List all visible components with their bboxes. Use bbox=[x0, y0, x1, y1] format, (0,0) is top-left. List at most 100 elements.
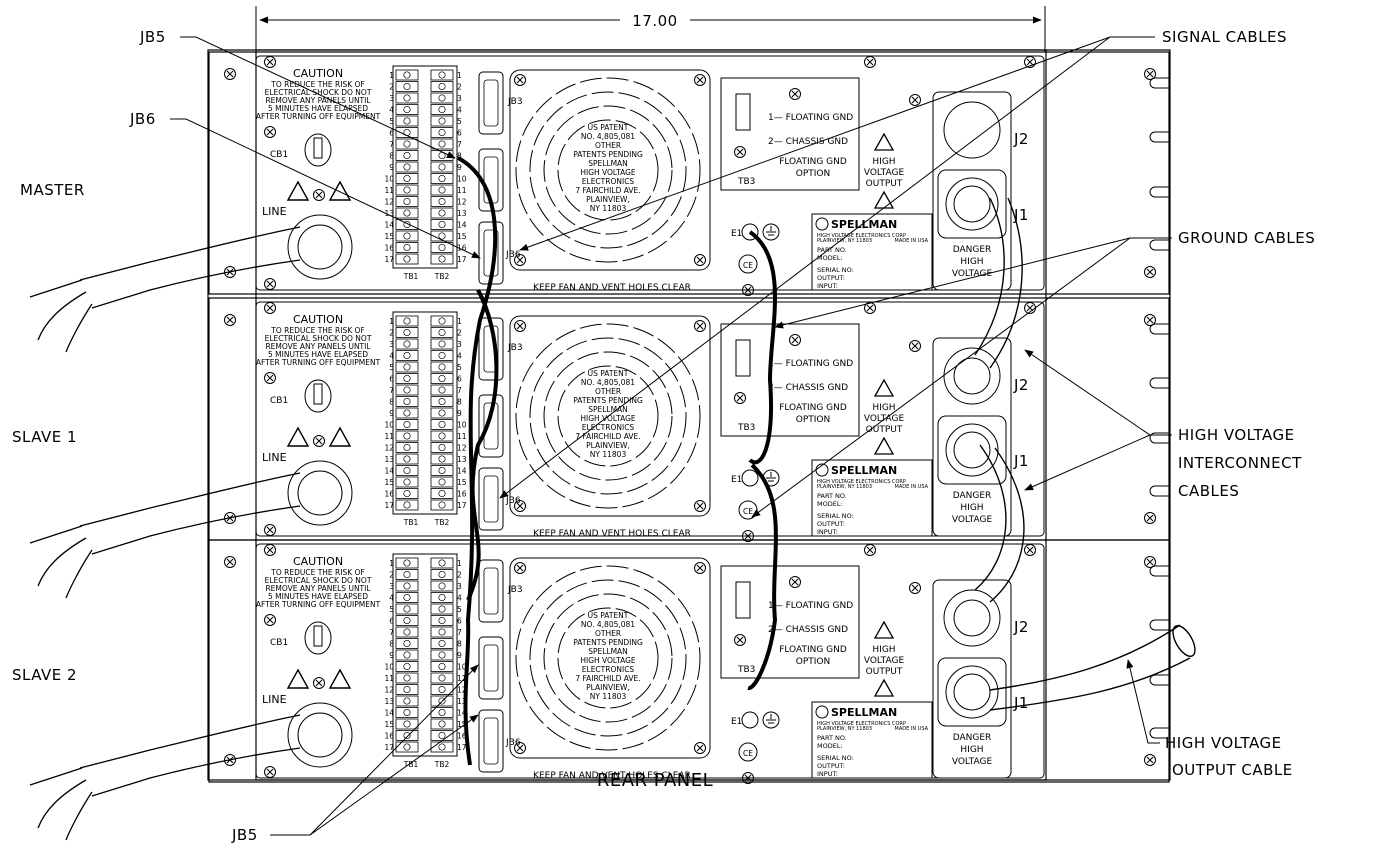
made-in-label: MADE IN USA bbox=[895, 726, 929, 732]
caution-title: CAUTION bbox=[293, 313, 343, 326]
j1-label: J1 bbox=[1013, 206, 1029, 224]
nameplate-field: MODEL: bbox=[817, 254, 843, 262]
screw-icon bbox=[1144, 556, 1156, 568]
j2-label: J2 bbox=[1013, 130, 1029, 148]
warning-icon bbox=[873, 132, 895, 151]
terminal-number: 9 bbox=[389, 163, 394, 172]
caution-text: ELECTRICAL SHOCK DO NOT bbox=[265, 88, 372, 97]
j2-connector-icon bbox=[943, 101, 1001, 159]
terminal-number: 17 bbox=[384, 501, 394, 510]
brand-label: SPELLMAN bbox=[831, 706, 897, 719]
chassis-gnd-label: 2— CHASSIS GND bbox=[768, 137, 848, 147]
caution-text: AFTER TURNING OFF EQUIPMENT bbox=[256, 112, 381, 121]
terminal-number: 9 bbox=[457, 163, 462, 172]
power-cord bbox=[29, 714, 301, 841]
terminal-number: 13 bbox=[457, 455, 467, 464]
screw-icon bbox=[264, 126, 276, 138]
terminal-number: 8 bbox=[389, 398, 394, 407]
nameplate-field: PART NO. bbox=[817, 492, 847, 500]
terminal-number: 11 bbox=[384, 674, 394, 683]
ce-mark-icon bbox=[738, 742, 758, 762]
screw-icon bbox=[224, 314, 236, 326]
jb6-label: JB6 bbox=[505, 250, 521, 260]
terminal-number: 2 bbox=[457, 571, 462, 580]
screw-icon bbox=[514, 742, 526, 754]
patent-text: NO. 4,805,081 bbox=[581, 620, 635, 629]
breaker-icon bbox=[304, 621, 332, 655]
screw-icon bbox=[789, 88, 801, 100]
terminal-number: 4 bbox=[389, 594, 394, 603]
screw-icon bbox=[264, 56, 276, 68]
brand-loc: PLAINVIEW, NY 11803 bbox=[817, 726, 872, 732]
caution-text: ELECTRICAL SHOCK DO NOT bbox=[265, 334, 372, 343]
screw-icon bbox=[313, 435, 325, 447]
patent-text: SPELLMAN bbox=[588, 647, 628, 656]
terminal-number: 16 bbox=[457, 244, 467, 253]
terminal-number: 11 bbox=[457, 674, 467, 683]
nameplate-field: OUTPUT: bbox=[817, 274, 845, 282]
terminal-number: 14 bbox=[457, 467, 467, 476]
fan-grille bbox=[509, 69, 711, 271]
hv-output-label: OUTPUT bbox=[866, 425, 903, 435]
brand-label: SPELLMAN bbox=[831, 218, 897, 231]
terminal-number: 12 bbox=[384, 198, 394, 207]
nameplate-field: SERIAL NO: bbox=[817, 512, 854, 520]
patent-text: OTHER bbox=[595, 629, 621, 638]
patent-text: 7 FAIRCHILD AVE. bbox=[575, 432, 640, 441]
screw-icon bbox=[264, 302, 276, 314]
ce-mark-icon bbox=[738, 254, 758, 274]
caution-text: REMOVE ANY PANELS UNTIL bbox=[265, 96, 371, 105]
j2-label: J2 bbox=[1013, 376, 1029, 394]
screw-icon bbox=[909, 582, 921, 594]
svg-text:HIGH VOLTAGE: HIGH VOLTAGE bbox=[1178, 426, 1295, 444]
patent-text: 7 FAIRCHILD AVE. bbox=[575, 674, 640, 683]
e1-label: E1 bbox=[731, 229, 742, 239]
terminal-number: 13 bbox=[384, 697, 394, 706]
tb3-box bbox=[720, 77, 860, 191]
terminal-number: 14 bbox=[384, 709, 394, 718]
screw-icon bbox=[734, 392, 746, 404]
dsub-connector-icon bbox=[478, 636, 504, 700]
brand-sub: HIGH VOLTAGE ELECTRONICS CORP bbox=[817, 479, 906, 485]
patent-text: HIGH VOLTAGE bbox=[580, 656, 636, 665]
ground-cables bbox=[747, 230, 778, 690]
patent-text: 7 FAIRCHILD AVE. bbox=[575, 186, 640, 195]
terminal-number: 12 bbox=[457, 444, 467, 453]
caution-text: AFTER TURNING OFF EQUIPMENT bbox=[256, 600, 381, 609]
made-in-label: MADE IN USA bbox=[895, 484, 929, 490]
terminal-number: 9 bbox=[389, 651, 394, 660]
nameplate-field: MODEL: bbox=[817, 742, 843, 750]
callout-jb5-bottom: JB5 bbox=[231, 664, 479, 844]
patent-text: PATENTS PENDING bbox=[573, 396, 643, 405]
terminal-number: 11 bbox=[384, 186, 394, 195]
svg-text:JB6: JB6 bbox=[129, 110, 156, 128]
svg-text:INTERCONNECT: INTERCONNECT bbox=[1178, 454, 1302, 472]
power-cord bbox=[29, 226, 301, 353]
callout-ground-cables: GROUND CABLES bbox=[751, 229, 1315, 518]
nameplate bbox=[811, 459, 933, 537]
patent-text: PLAINVIEW, bbox=[586, 441, 630, 450]
brand-loc: PLAINVIEW, NY 11803 bbox=[817, 484, 872, 490]
hv-connector-panel bbox=[932, 337, 1012, 537]
screw-icon bbox=[264, 766, 276, 778]
power-cord bbox=[29, 472, 301, 599]
danger-label: DANGER bbox=[953, 245, 992, 255]
terminal-number: 2 bbox=[389, 329, 394, 338]
spellman-logo-icon bbox=[815, 217, 829, 231]
terminal-number: 11 bbox=[457, 432, 467, 441]
screw-icon bbox=[742, 530, 754, 542]
danger-label: HIGH bbox=[960, 745, 983, 755]
screw-icon bbox=[514, 562, 526, 574]
j1-connector-icon bbox=[937, 169, 1007, 239]
terminal-number: 10 bbox=[384, 175, 394, 184]
danger-label: HIGH bbox=[960, 257, 983, 267]
screw-icon bbox=[694, 320, 706, 332]
screw-icon bbox=[264, 278, 276, 290]
label-master: MASTER bbox=[20, 181, 85, 199]
terminal-number: 13 bbox=[457, 697, 467, 706]
terminal-number: 3 bbox=[389, 582, 394, 591]
terminal-number: 1 bbox=[389, 559, 394, 568]
svg-text:JB5: JB5 bbox=[231, 826, 258, 844]
terminal-number: 17 bbox=[457, 255, 467, 264]
tb2-label: TB2 bbox=[434, 272, 450, 281]
